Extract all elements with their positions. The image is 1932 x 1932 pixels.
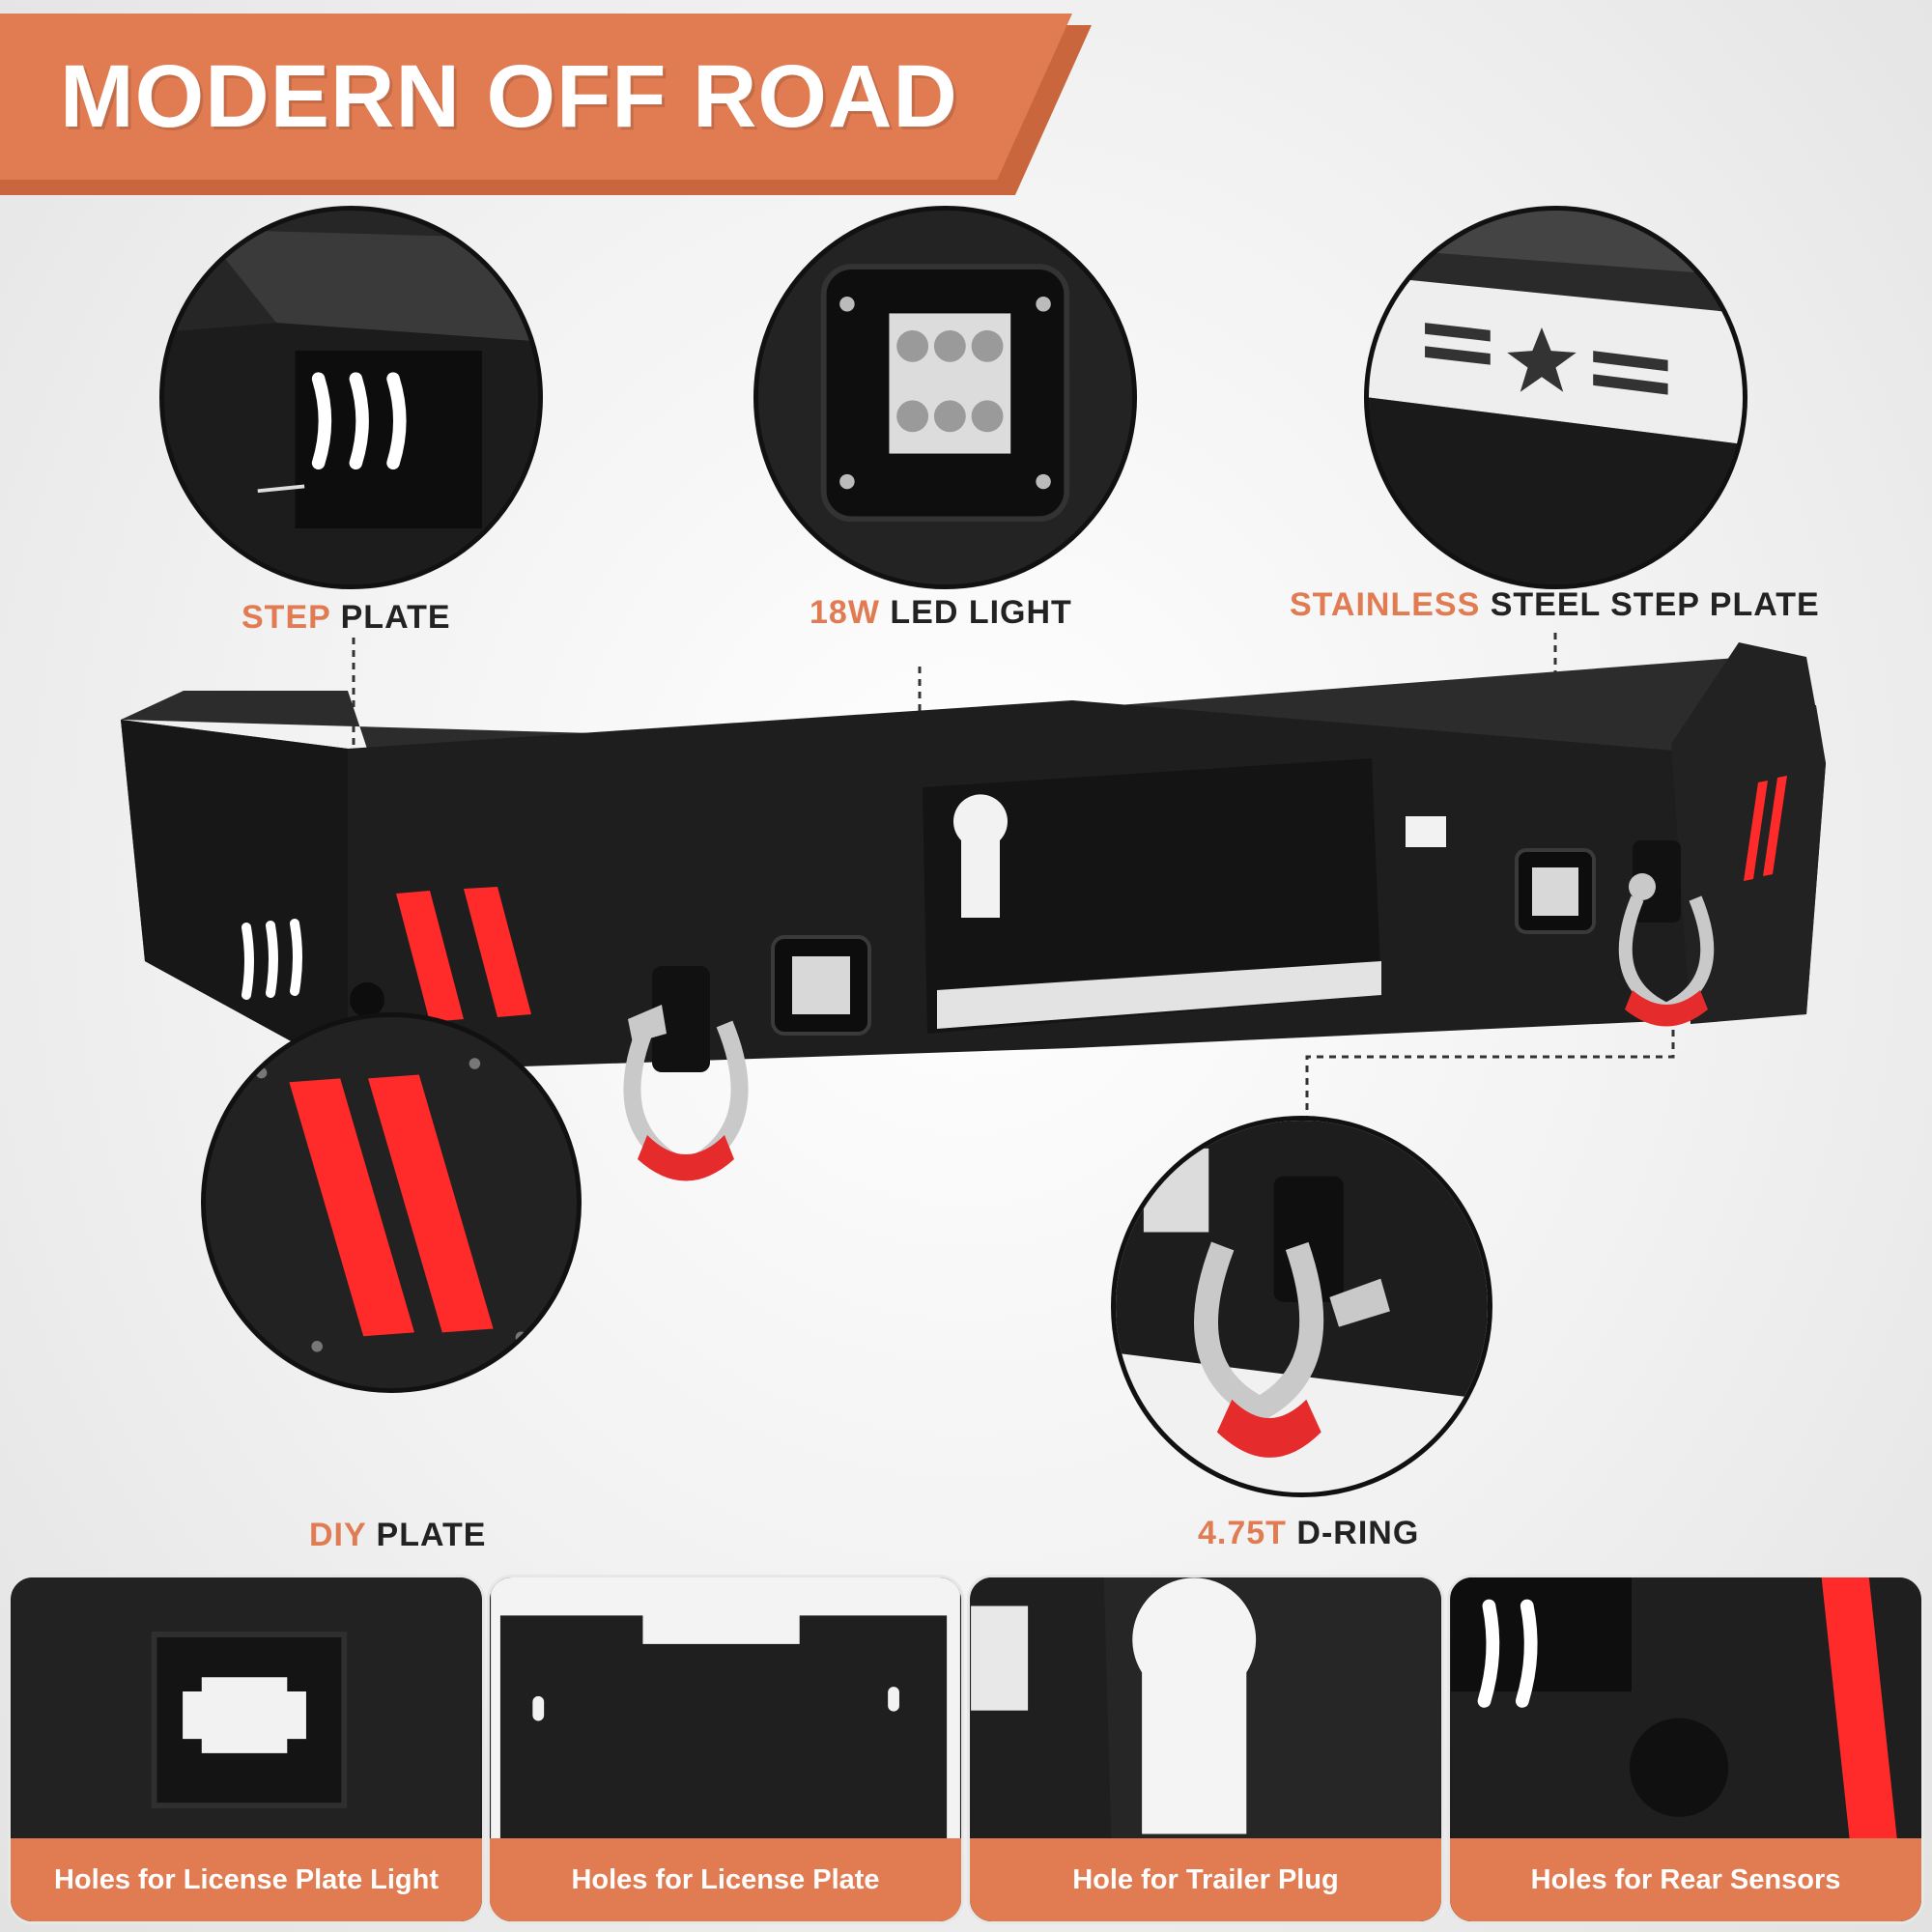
label-diy-plate: DIY PLATE <box>309 1517 486 1554</box>
d-ring-closeup <box>1116 1121 1488 1492</box>
bumper-diy-reflector-1 <box>396 891 464 1022</box>
bumper-right-reflector-2 <box>1763 776 1787 876</box>
bumper-dring-mount-left <box>652 966 710 1072</box>
bumper-sensor-hole <box>350 982 384 1017</box>
bumper-illustration <box>121 642 1826 1181</box>
callout-stainless-plate <box>1364 206 1747 589</box>
step-plate-closeup <box>164 211 538 584</box>
card-rear-sensors: Holes for Rear Sensors <box>1447 1575 1924 1924</box>
label-d-ring-rest: D-RING <box>1286 1515 1420 1551</box>
card-caption-rear-sensors: Holes for Rear Sensors <box>1450 1838 1921 1921</box>
bumper-step-slots <box>242 919 302 1000</box>
trailer-plug-art <box>971 1577 1440 1921</box>
stainless-plate-closeup <box>1369 211 1743 584</box>
bumper-shackle-right <box>1625 990 1708 1027</box>
card-caption-license-plate: Holes for License Plate <box>490 1838 961 1921</box>
bumper-trailer-hole <box>953 794 1008 918</box>
card-trailer-plug: Hole for Trailer Plug <box>967 1575 1444 1924</box>
label-d-ring-accent: 4.75T <box>1198 1515 1287 1551</box>
callout-led-light <box>753 206 1137 589</box>
bumper-left-wing <box>121 720 348 1072</box>
bumper-right-reflector-1 <box>1744 781 1768 881</box>
title-banner: MODERN OFF ROAD <box>0 14 1072 180</box>
label-step-plate-rest: PLATE <box>330 599 451 636</box>
led-light-closeup <box>758 211 1132 584</box>
label-led-light-accent: 18W <box>810 594 880 631</box>
label-led-light: 18W LED LIGHT <box>810 594 1072 632</box>
diy-plate-closeup <box>206 1017 577 1388</box>
card-license-plate: Holes for License Plate <box>487 1575 964 1924</box>
card-caption-trailer-plug: Hole for Trailer Plug <box>970 1838 1441 1921</box>
bumper-dring-mount-right <box>1633 840 1681 923</box>
bumper-center-panel <box>923 758 1381 1034</box>
callout-step-plate <box>159 206 543 589</box>
bumper-shackle-left <box>638 1135 734 1181</box>
label-d-ring: 4.75T D-RING <box>1198 1515 1419 1552</box>
label-diy-plate-accent: DIY <box>309 1517 367 1553</box>
card-caption-license-plate-light: Holes for License Plate Light <box>11 1838 482 1921</box>
label-step-plate-accent: STEP <box>242 599 331 636</box>
callout-d-ring <box>1111 1116 1492 1497</box>
card-license-plate-light: Holes for License Plate Light <box>8 1575 485 1924</box>
banner-title: MODERN OFF ROAD <box>60 46 958 146</box>
bumper-diy-reflector-2 <box>464 887 531 1017</box>
label-diy-plate-rest: PLATE <box>366 1517 487 1553</box>
label-stainless-plate: STAINLESS STEEL STEP PLATE <box>1290 586 1820 624</box>
callout-diy-plate <box>201 1012 582 1393</box>
bumper-stainless-strip <box>937 961 1381 1029</box>
label-step-plate: STEP PLATE <box>242 599 451 637</box>
label-led-light-rest: LED LIGHT <box>879 594 1072 631</box>
label-stainless-plate-accent: STAINLESS <box>1290 586 1481 623</box>
label-stainless-plate-rest: STEEL STEP PLATE <box>1480 586 1820 623</box>
bumper-license-light-hole <box>1406 816 1446 847</box>
